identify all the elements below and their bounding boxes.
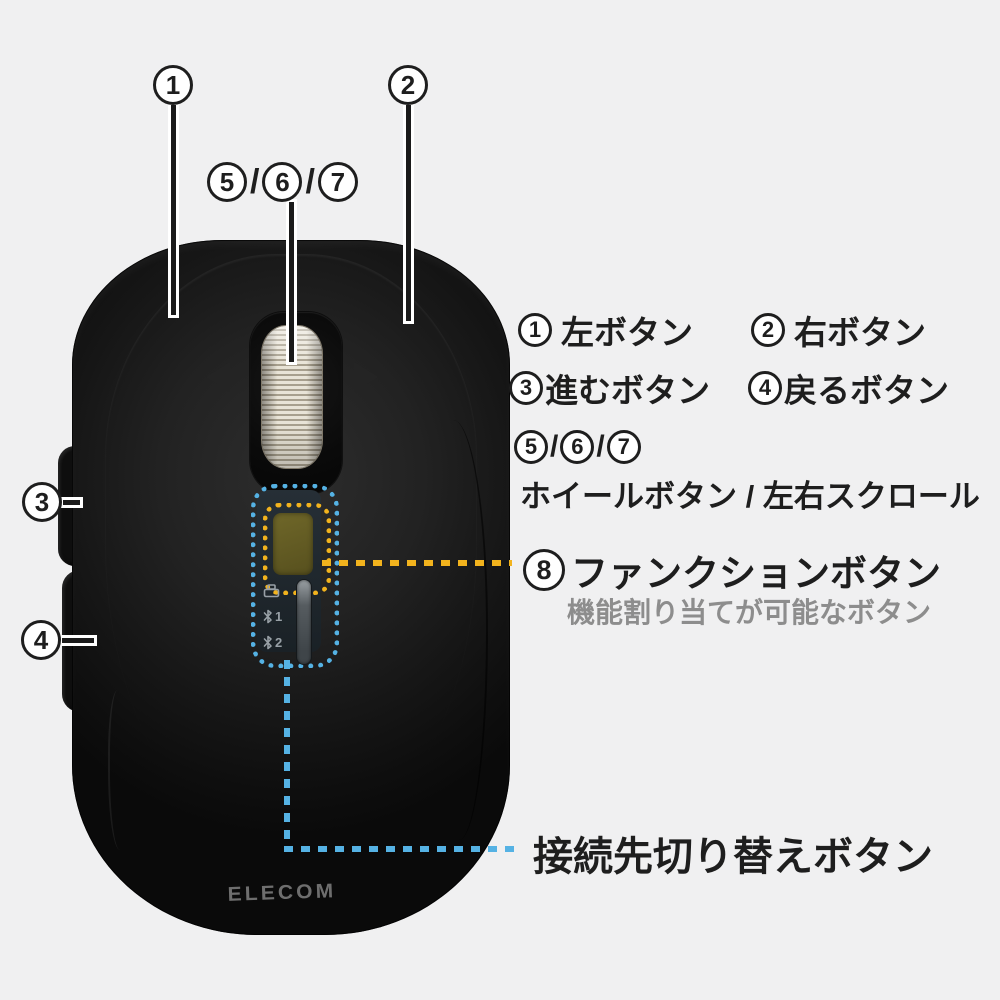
bluetooth-1-indicator: 1 [263,609,282,624]
callout-4-line [62,638,94,643]
bluetooth-2-indicator: 2 [263,635,282,650]
legend-8-circle: 8 [523,549,565,591]
slash-separator: / [305,162,315,201]
callout-3-circle: 3 [22,482,62,522]
callout-7-circle: 7 [317,162,358,202]
slash-separator: / [250,162,260,201]
tilt-right-arrow-icon [354,362,378,392]
function-button [273,513,313,575]
callout-3-line [63,500,80,505]
legend-wheel-label: ホイールボタン / 左右スクロール [520,479,980,514]
callout-1-circle: 1 [153,65,193,105]
legend-function-label: ファンクションボタン [571,553,941,594]
callout-6-line [289,202,294,362]
shell-seam-left [108,690,132,850]
legend-function-subtitle: 機能割り当てが可能なボタン [567,597,932,628]
legend-4-circle: 4 [748,371,782,405]
bluetooth-2-label: 2 [275,634,283,650]
callout-2-circle: 2 [388,65,428,105]
legend-function-button: 8 ファンクションボタン [523,543,941,597]
legend-3-circle: 3 [509,371,543,405]
slash-separator: / [596,430,605,463]
legend-forward-button-label: 進むボタン [545,372,710,409]
legend-back-button: 4 戻るボタン [748,364,949,412]
legend-1-circle: 1 [518,313,552,347]
legend-back-button-label: 戻るボタン [784,372,949,409]
legend-left-button: 1 左ボタン [518,306,693,354]
legend-forward-button: 3 進むボタン [509,364,710,412]
callout-1-line [171,105,176,315]
legend-6-circle: 6 [560,430,595,464]
connect-connector-horizontal [284,846,522,852]
connect-connector-vertical [284,660,290,848]
legend-left-button-label: 左ボタン [561,314,693,351]
tilt-left-arrow-icon [206,362,230,392]
callout-6-circle: 6 [262,162,303,202]
usb-receiver-icon [263,584,280,598]
legend-567-group: 5 / 6 / 7 [514,430,641,464]
legend-right-button-label: 右ボタン [794,314,926,351]
legend-right-button: 2 右ボタン [751,306,926,354]
connect-switch-slider [297,580,311,664]
bluetooth-icon [263,609,272,624]
callout-4-circle: 4 [21,620,61,660]
callout-2-line [406,105,411,321]
shell-seam-right [430,420,488,840]
legend-connect-label: 接続先切り替えボタン [533,835,933,879]
usb-indicator [263,584,280,598]
legend-2-circle: 2 [751,313,785,347]
bluetooth-1-label: 1 [275,608,283,624]
connect-area-highlight-box [251,484,339,668]
legend-5-circle: 5 [514,430,548,464]
legend-7-circle: 7 [606,430,641,464]
callout-567-group: 5 / 6 / 7 [207,162,358,202]
bluetooth-icon [263,635,272,650]
function-connector-line [322,560,512,566]
slash-separator: / [550,430,559,463]
callout-5-circle: 5 [207,162,247,202]
